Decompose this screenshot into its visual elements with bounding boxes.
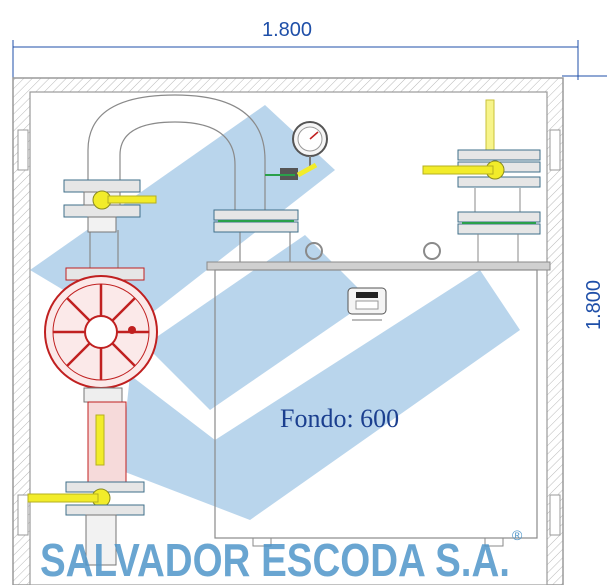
left-upper-valve [63,179,157,233]
width-dimension-label: 1.800 [262,19,312,41]
right-valve [422,99,541,262]
lower-valve-handle [27,493,99,503]
pressure-gauge [265,121,328,180]
height-dimension-label: 1.800 [583,280,605,330]
lifting-lug-left [305,242,323,260]
middle-flange [213,209,299,233]
level-gauge [347,287,387,321]
connecting-pipe [87,94,291,270]
height-dimension: 1.800 [562,75,607,330]
registered-mark: ® [512,527,523,543]
right-valve-handle [422,165,494,175]
width-dimension: 1.800 [12,19,579,80]
pump-regulator [44,267,158,403]
tank: Fondo: 600 [206,242,551,547]
tank-depth-label: Fondo: 600 [280,404,399,433]
lifting-lug-right [423,242,441,260]
left-upper-valve-handle [107,195,157,204]
lower-assembly [27,401,145,566]
watermark-text: SALVADOR ESCODA S.A. [40,534,510,585]
